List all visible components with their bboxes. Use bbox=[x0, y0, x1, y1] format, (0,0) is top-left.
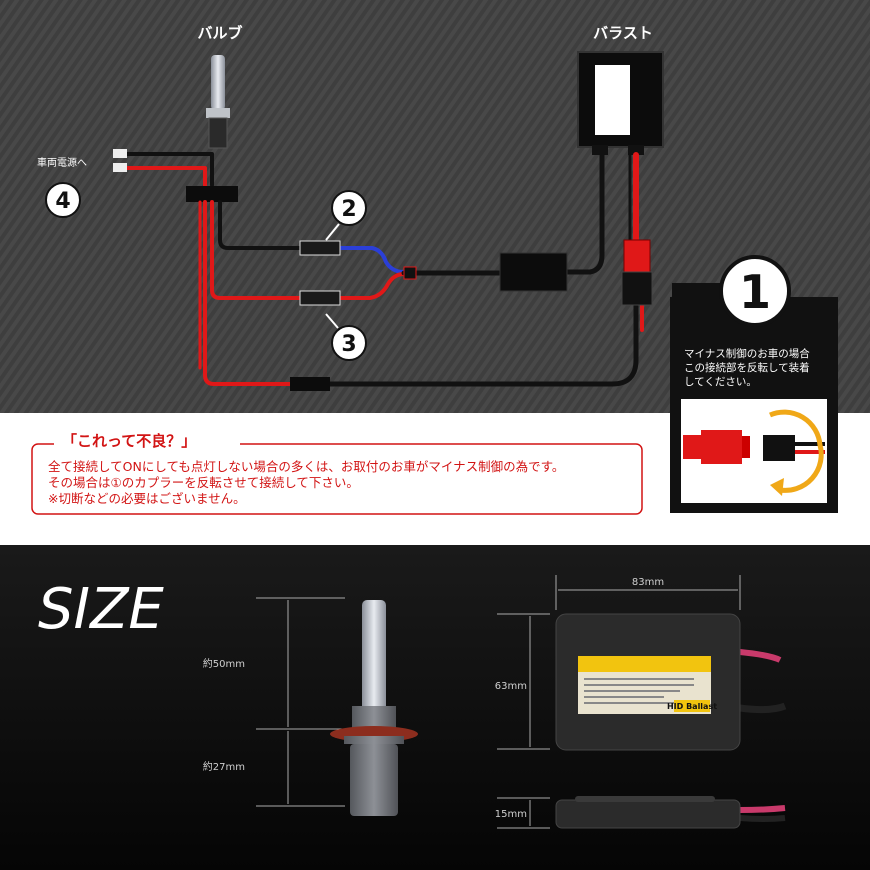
svg-text:4: 4 bbox=[55, 189, 70, 214]
tip-box: 1 マイナス制御のお車の場合 この接続部を反転して装着 してください。 bbox=[670, 255, 838, 513]
size-heading: SIZE bbox=[38, 577, 164, 642]
tip-line-2: この接続部を反転して装着 bbox=[684, 361, 810, 374]
ballast-height: 63mm bbox=[495, 681, 527, 692]
connector-3 bbox=[299, 290, 341, 306]
notice-line-1: 全て接続してONにしても点灯しない場合の多くは、お取付のお車がマイナス制御の為で… bbox=[48, 459, 564, 474]
marker-2: 2 bbox=[325, 190, 367, 241]
ballast-photo-top: HID Ballast bbox=[555, 613, 787, 751]
bulb-label: バルブ bbox=[197, 24, 242, 42]
notice-line-3: ※切断などの必要はございません。 bbox=[48, 491, 246, 506]
coupler-1 bbox=[621, 239, 653, 306]
bulb-dimension-lines bbox=[256, 597, 345, 807]
bulb-upper-length: 約50mm bbox=[203, 657, 245, 670]
wire-harness bbox=[123, 152, 644, 387]
svg-text:2: 2 bbox=[341, 197, 356, 222]
notice-title: 「これって不良？」 bbox=[62, 432, 196, 450]
bottom-connector bbox=[290, 377, 330, 391]
inline-joint bbox=[403, 266, 417, 280]
bulb-lower-length: 約27mm bbox=[203, 760, 245, 773]
ballast-width: 83mm bbox=[632, 577, 664, 588]
bulb-illustration bbox=[206, 55, 230, 149]
reverse-coupler-illustration bbox=[683, 409, 825, 496]
tip-line-3: してください。 bbox=[684, 376, 757, 388]
ballast-thickness: 15mm bbox=[495, 809, 527, 820]
ballast-dimension-lines bbox=[497, 575, 741, 829]
connector-2 bbox=[299, 240, 341, 256]
svg-text:3: 3 bbox=[341, 332, 356, 357]
marker-3: 3 bbox=[325, 313, 367, 361]
marker-4: 4 bbox=[45, 182, 81, 218]
marker-1-label: 1 bbox=[739, 265, 771, 319]
notice-line-2: その場合は①のカプラーを反転させて接続して下さい。 bbox=[48, 475, 359, 490]
notice-box: 「これって不良？」 全て接続してONにしても点灯しない場合の多くは、お取付のお車… bbox=[31, 430, 643, 515]
power-terminals bbox=[113, 149, 127, 172]
bulb-photo bbox=[330, 600, 418, 816]
marker-1 bbox=[719, 255, 791, 327]
ballast-illustration bbox=[577, 51, 664, 155]
igniter-box bbox=[499, 252, 568, 292]
tip-line-1: マイナス制御のお車の場合 bbox=[684, 347, 810, 360]
ballast-photo-side bbox=[555, 796, 786, 829]
ballast-badge: HID Ballast bbox=[667, 702, 717, 711]
power-label: 車両電源へ bbox=[37, 156, 87, 169]
ballast-label: バラスト bbox=[593, 24, 653, 42]
